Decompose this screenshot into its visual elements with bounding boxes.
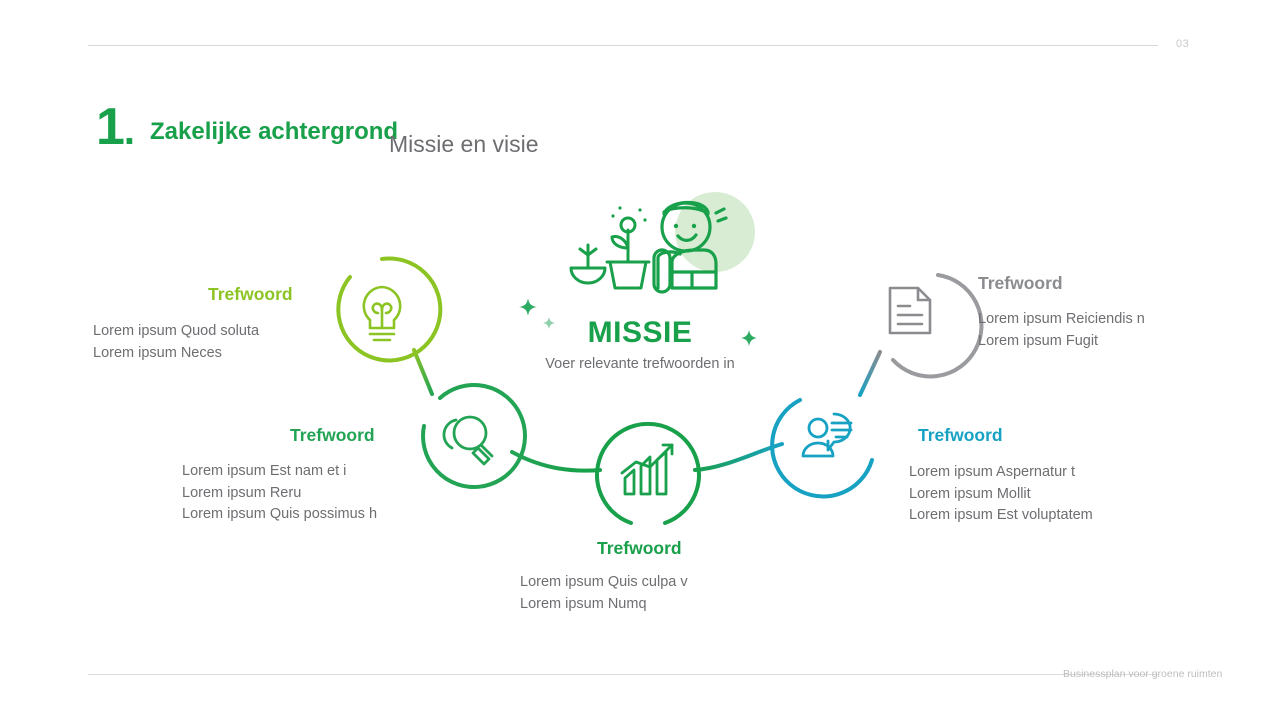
connector-3-4 [693, 442, 784, 472]
node-3-description: Lorem ipsum Quis culpa v Lorem ipsum Num… [520, 572, 688, 615]
node-3-keyword: Trefwoord [597, 538, 682, 558]
footer-divider [88, 674, 1158, 675]
sparkle-decorations [519, 298, 757, 346]
person-speech-bubble-icon [801, 412, 853, 458]
center-heading: MISSIE [587, 316, 693, 349]
node-5-keyword: Trefwoord [978, 273, 1063, 293]
node-2-ring [421, 383, 528, 489]
section-number-value: 1 [96, 98, 125, 156]
node-5-line-2: Lorem ipsum Fugit [978, 332, 1099, 349]
sparkle-large-icon [519, 298, 537, 316]
node-3-line-2: Lorem ipsum Numq [520, 595, 647, 612]
center-subheading: Voer relevante trefwoorden in [545, 356, 735, 372]
node-4-description: Lorem ipsum Aspernatur t Lorem ipsum Mol… [909, 462, 1093, 527]
page-title: Zakelijke achtergrond [150, 118, 399, 145]
illustration-backdrop-circle [675, 192, 755, 272]
connector-4-5 [858, 350, 882, 397]
node-3-ring [595, 422, 701, 525]
node-2-line-2: Lorem ipsum Reru [182, 484, 302, 501]
node-3-chart[interactable] [595, 422, 701, 525]
person-with-plants-illustration [569, 192, 755, 294]
node-3-line-1: Lorem ipsum Quis culpa v [520, 574, 688, 590]
node-5-line-1: Lorem ipsum Reiciendis n [978, 311, 1145, 327]
node-5-description: Lorem ipsum Reiciendis n Lorem ipsum Fug… [978, 309, 1145, 352]
page-subtitle: Missie en visie [389, 131, 539, 157]
sparkle-small-icon [543, 317, 555, 329]
node-4-person-speech[interactable] [770, 398, 874, 499]
section-number: 1. [96, 98, 135, 156]
footer-label: Businessplan voor groene ruimten [1063, 668, 1223, 680]
node-1-line-1: Lorem ipsum Quod soluta [93, 323, 260, 339]
header-divider [88, 45, 1158, 46]
node-4-line-1: Lorem ipsum Aspernatur t [909, 464, 1076, 480]
section-number-dot: . [123, 109, 135, 153]
node-4-ring [770, 398, 874, 499]
node-1-keyword: Trefwoord [208, 284, 293, 304]
node-2-description: Lorem ipsum Est nam et i Lorem ipsum Rer… [182, 461, 377, 526]
node-4-keyword: Trefwoord [918, 425, 1003, 445]
seedling-bowl-icon [569, 243, 607, 285]
node-1-ring [336, 256, 443, 363]
node-1-description: Lorem ipsum Quod soluta Lorem ipsum Nece… [93, 321, 259, 364]
node-2-keyword: Trefwoord [290, 425, 375, 445]
node-5-document[interactable] [888, 273, 984, 379]
node-5-ring [891, 273, 984, 379]
page-number: 03 [1176, 38, 1190, 50]
connector-1-2 [412, 348, 434, 396]
node-2-magnifier[interactable] [421, 383, 528, 489]
magnifier-icon [442, 415, 494, 466]
node-1-line-2: Lorem ipsum Neces [93, 344, 222, 361]
sparkle-right-icon [741, 330, 757, 346]
bar-chart-growth-icon [620, 443, 674, 496]
node-2-line-1: Lorem ipsum Est nam et i [182, 463, 347, 479]
node-2-line-3: Lorem ipsum Quis possimus h [182, 506, 378, 522]
connector-2-3 [510, 450, 602, 473]
node-4-line-3: Lorem ipsum Est voluptatem [909, 507, 1093, 523]
document-icon [888, 286, 932, 335]
node-1-lightbulb[interactable] [336, 256, 443, 363]
potted-flower-icon [605, 206, 651, 290]
node-4-line-2: Lorem ipsum Mollit [909, 485, 1031, 502]
lightbulb-icon [362, 285, 402, 342]
gardener-person-icon [652, 200, 728, 294]
